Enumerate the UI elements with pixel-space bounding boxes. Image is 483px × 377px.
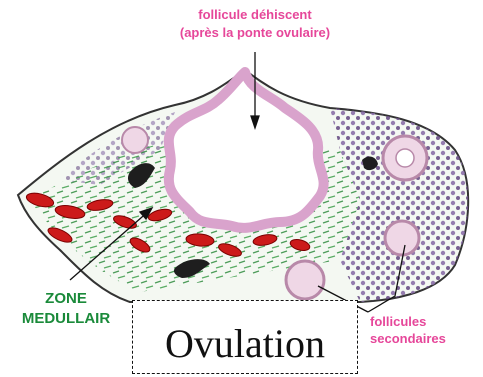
dehiscent-follicle-label-line1: follicule déhiscent [120, 6, 390, 24]
dehiscent-follicle-label: follicule déhiscent (après la ponte ovul… [120, 6, 390, 42]
secondary-follicles-label-line2: secondaires [370, 330, 446, 347]
caption-text: Ovulation [133, 301, 357, 373]
dehiscent-follicle [169, 72, 324, 228]
secondary-follicles-label: follicules secondaires [370, 313, 446, 347]
caption-box: Ovulation [132, 300, 358, 374]
medullary-zone-label-line1: ZONE [6, 289, 126, 309]
medullary-zone-label: ZONE MEDULLAIR [6, 289, 126, 329]
medullary-zone-label-line2: MEDULLAIR [6, 309, 126, 329]
secondary-follicles-label-line1: follicules [370, 313, 446, 330]
dehiscent-follicle-label-line2: (après la ponte ovulaire) [120, 24, 390, 42]
